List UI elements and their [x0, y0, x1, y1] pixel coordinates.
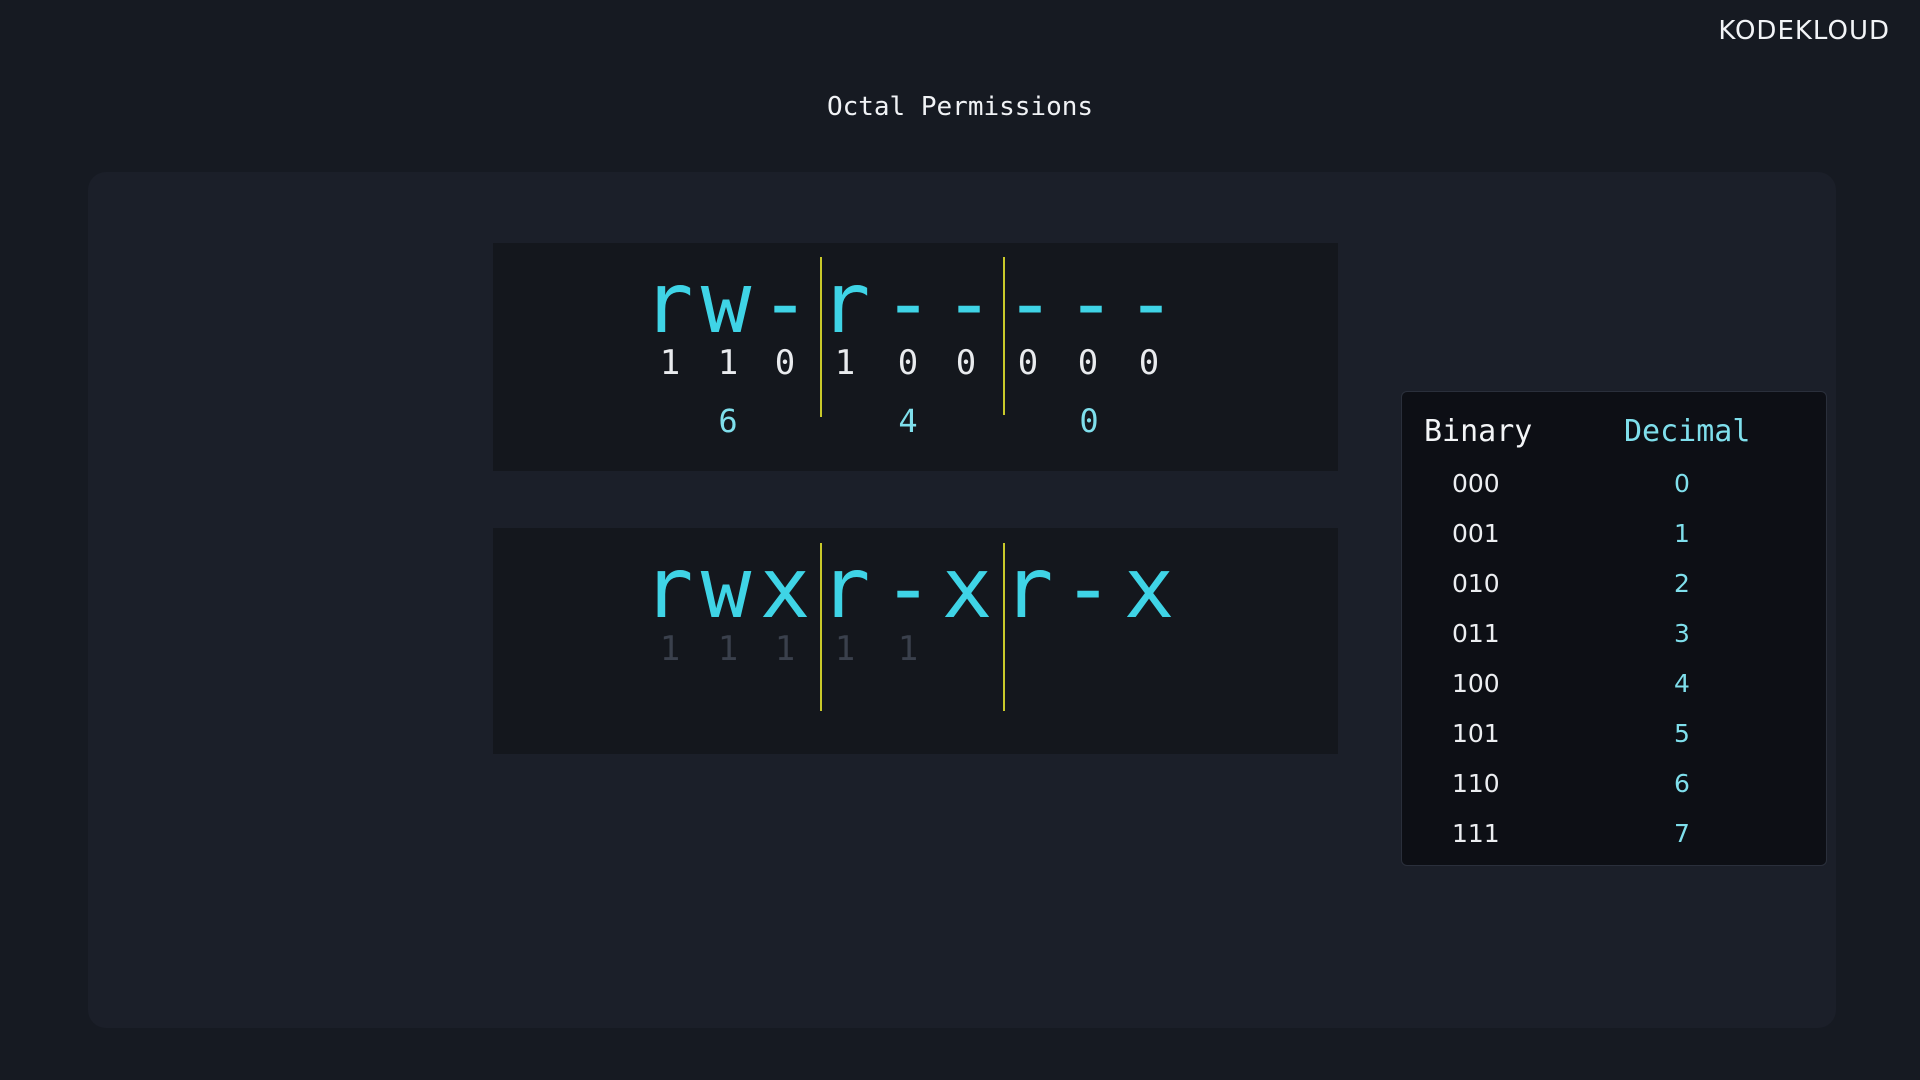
perm-bit-faded: 1 [834, 629, 856, 669]
permission-example-2: r w x r - x r - x 1 1 1 1 1 [493, 528, 1338, 754]
perm-char: - [1062, 539, 1114, 637]
decimal-value: 5 [1674, 719, 1690, 748]
table-row: 000 0 [1402, 469, 1826, 509]
table-row: 100 4 [1402, 669, 1826, 709]
perm-bit: 0 [1077, 343, 1099, 383]
perm-bit: 0 [1017, 343, 1039, 383]
permission-example-1: r w - r - - - - - 1 1 0 1 0 0 0 0 0 6 4 … [493, 243, 1338, 471]
binary-value: 010 [1452, 569, 1500, 598]
decimal-value: 1 [1674, 519, 1690, 548]
table-row: 011 3 [1402, 619, 1826, 659]
binary-value: 110 [1452, 769, 1500, 798]
decimal-value: 3 [1674, 619, 1690, 648]
perm-bit: 0 [897, 343, 919, 383]
perm-bit: 0 [774, 343, 796, 383]
perm-bit: 1 [717, 343, 739, 383]
binary-value: 000 [1452, 469, 1500, 498]
perm-char: - [1004, 254, 1056, 352]
binary-value: 100 [1452, 669, 1500, 698]
perm-char: - [882, 254, 934, 352]
perm-char: x [759, 539, 811, 637]
perm-char: - [1065, 254, 1117, 352]
perm-char: - [882, 539, 934, 637]
header-decimal: Decimal [1624, 414, 1751, 449]
group-divider [820, 257, 822, 417]
octal-digit-group: 4 [898, 402, 918, 440]
decimal-value: 0 [1674, 469, 1690, 498]
binary-value: 001 [1452, 519, 1500, 548]
binary-decimal-table: Binary Decimal 000 0 001 1 010 2 011 3 1… [1401, 391, 1827, 866]
table-row: 111 7 [1402, 819, 1826, 859]
perm-char: r [642, 539, 694, 637]
table-row: 110 6 [1402, 769, 1826, 809]
perm-bit: 0 [955, 343, 977, 383]
perm-bit: 1 [659, 343, 681, 383]
perm-char: r [1002, 539, 1054, 637]
octal-digit-others: 0 [1079, 402, 1099, 440]
perm-char: r [642, 254, 694, 352]
perm-char: w [700, 539, 752, 637]
decimal-value: 2 [1674, 569, 1690, 598]
decimal-value: 6 [1674, 769, 1690, 798]
octal-digit-owner: 6 [718, 402, 738, 440]
group-divider [820, 543, 822, 711]
perm-bit: 0 [1138, 343, 1160, 383]
table-row: 010 2 [1402, 569, 1826, 609]
perm-bit-faded: 1 [717, 629, 739, 669]
binary-value: 101 [1452, 719, 1500, 748]
perm-char: r [819, 539, 871, 637]
decimal-value: 4 [1674, 669, 1690, 698]
perm-bit-faded: 1 [774, 629, 796, 669]
group-divider [1003, 543, 1005, 711]
perm-char: r [819, 254, 871, 352]
perm-char: x [941, 539, 993, 637]
perm-char: - [1125, 254, 1177, 352]
group-divider [1003, 257, 1005, 415]
header-binary: Binary [1424, 414, 1533, 449]
binary-value: 111 [1452, 819, 1500, 848]
perm-char: x [1123, 539, 1175, 637]
perm-bit: 1 [834, 343, 856, 383]
perm-bit-faded: 1 [659, 629, 681, 669]
perm-char: - [943, 254, 995, 352]
perm-bit-faded: 1 [897, 629, 919, 669]
decimal-value: 7 [1674, 819, 1690, 848]
binary-value: 011 [1452, 619, 1500, 648]
kodekloud-logo: KODEKLOUD [1718, 16, 1890, 46]
perm-char: - [759, 254, 811, 352]
perm-char: w [700, 254, 752, 352]
table-row: 001 1 [1402, 519, 1826, 559]
table-row: 101 5 [1402, 719, 1826, 759]
slide-title: Octal Permissions [826, 92, 1094, 122]
